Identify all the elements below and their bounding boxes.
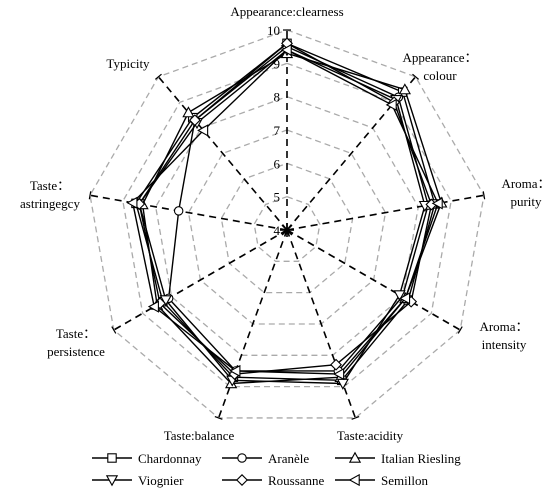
radar-spokes (88, 29, 486, 420)
legend-item: Semillon (335, 473, 428, 488)
grid-ring-10 (89, 29, 485, 419)
axis-end-tick (111, 326, 117, 334)
grid-ring-8 (155, 95, 419, 356)
axis-label: Appearance:clearness (230, 4, 343, 19)
radar-grid (89, 29, 485, 419)
legend-label: Viognier (138, 473, 184, 488)
tick-label: 8 (274, 90, 281, 105)
series-line (138, 42, 433, 375)
data-point (399, 292, 411, 305)
axis-spoke (286, 194, 485, 231)
axis-end-tick (214, 416, 223, 420)
legend-label: Italian Riesling (381, 451, 461, 466)
data-point (333, 367, 345, 381)
data-point (173, 206, 184, 216)
data-point (398, 83, 411, 95)
data-point (431, 197, 443, 210)
grid-ring-7 (187, 129, 387, 325)
axis-label: Taste:balance (164, 428, 235, 443)
series-roussanne (133, 37, 438, 381)
data-point (393, 290, 406, 302)
tick-label: 9 (274, 56, 281, 71)
axis-spoke (286, 229, 357, 419)
data-point (280, 43, 292, 57)
axis-spoke (286, 229, 461, 331)
axis-end-tick (412, 73, 420, 80)
data-point (105, 475, 119, 487)
axis-spoke (217, 229, 288, 419)
axis-label: Appearance：colour (402, 50, 477, 83)
radial-tick-labels: 4 5 6 7 8 9 10 (267, 23, 281, 238)
legend-label: Semillon (381, 473, 428, 488)
grid-ring-9 (122, 62, 452, 388)
legend: Chardonnay Aranèle Italian RieslingViognie… (92, 451, 461, 488)
axis-label: Taste：astringegcy (20, 178, 80, 211)
axis-spoke (157, 76, 288, 231)
data-point (188, 114, 201, 127)
axis-spoke (89, 194, 288, 231)
data-point (159, 295, 172, 307)
legend-label: Roussanne (268, 473, 325, 488)
axis-end-tick (154, 73, 162, 80)
axis-end-tick (351, 416, 360, 420)
axis-end-tick (457, 326, 463, 334)
axis-label: Aroma：intensity (479, 319, 528, 352)
axis-label: Taste：persistence (47, 326, 105, 359)
tick-label: 10 (267, 23, 280, 38)
grid-ring-6 (220, 162, 354, 294)
axis-label: Taste:acidity (337, 428, 404, 443)
axis-spoke (113, 229, 288, 331)
data-point (126, 196, 138, 209)
data-point (330, 358, 343, 371)
axis-spoke (286, 76, 417, 231)
legend-item: Chardonnay (92, 451, 202, 466)
tick-label: 7 (274, 123, 281, 138)
data-point (348, 473, 360, 487)
axis-label: Typicity (106, 56, 150, 71)
data-point (182, 106, 195, 118)
series-line (131, 49, 439, 375)
axis-label: Aroma：purity (501, 176, 550, 209)
axis-labels: Appearance:clearnessAppearance：colourAro… (20, 4, 550, 443)
data-point (147, 300, 159, 313)
data-point (197, 124, 209, 137)
legend-item: Italian Riesling (335, 451, 461, 466)
series-semillon (126, 43, 443, 381)
data-point (237, 453, 247, 463)
series-line (141, 52, 443, 385)
data-point (348, 451, 362, 463)
axis-end-tick (482, 191, 486, 200)
tick-label: 6 (274, 156, 281, 171)
series-lines (126, 37, 448, 390)
series-line (138, 49, 426, 385)
legend-label: Aranèle (268, 451, 309, 466)
data-point (236, 474, 248, 486)
center-marker (280, 223, 294, 237)
axis-end-tick (88, 191, 92, 200)
legend-item: Aranèle (222, 451, 309, 466)
grid-ring-5 (253, 195, 321, 262)
data-point (107, 453, 117, 463)
data-point (385, 98, 397, 112)
tick-label: 4 (274, 223, 281, 238)
tick-label: 5 (274, 190, 281, 205)
legend-label: Chardonnay (138, 451, 202, 466)
data-point (229, 364, 241, 378)
legend-item: Roussanne (222, 473, 325, 488)
legend-item: Viognier (92, 473, 184, 488)
